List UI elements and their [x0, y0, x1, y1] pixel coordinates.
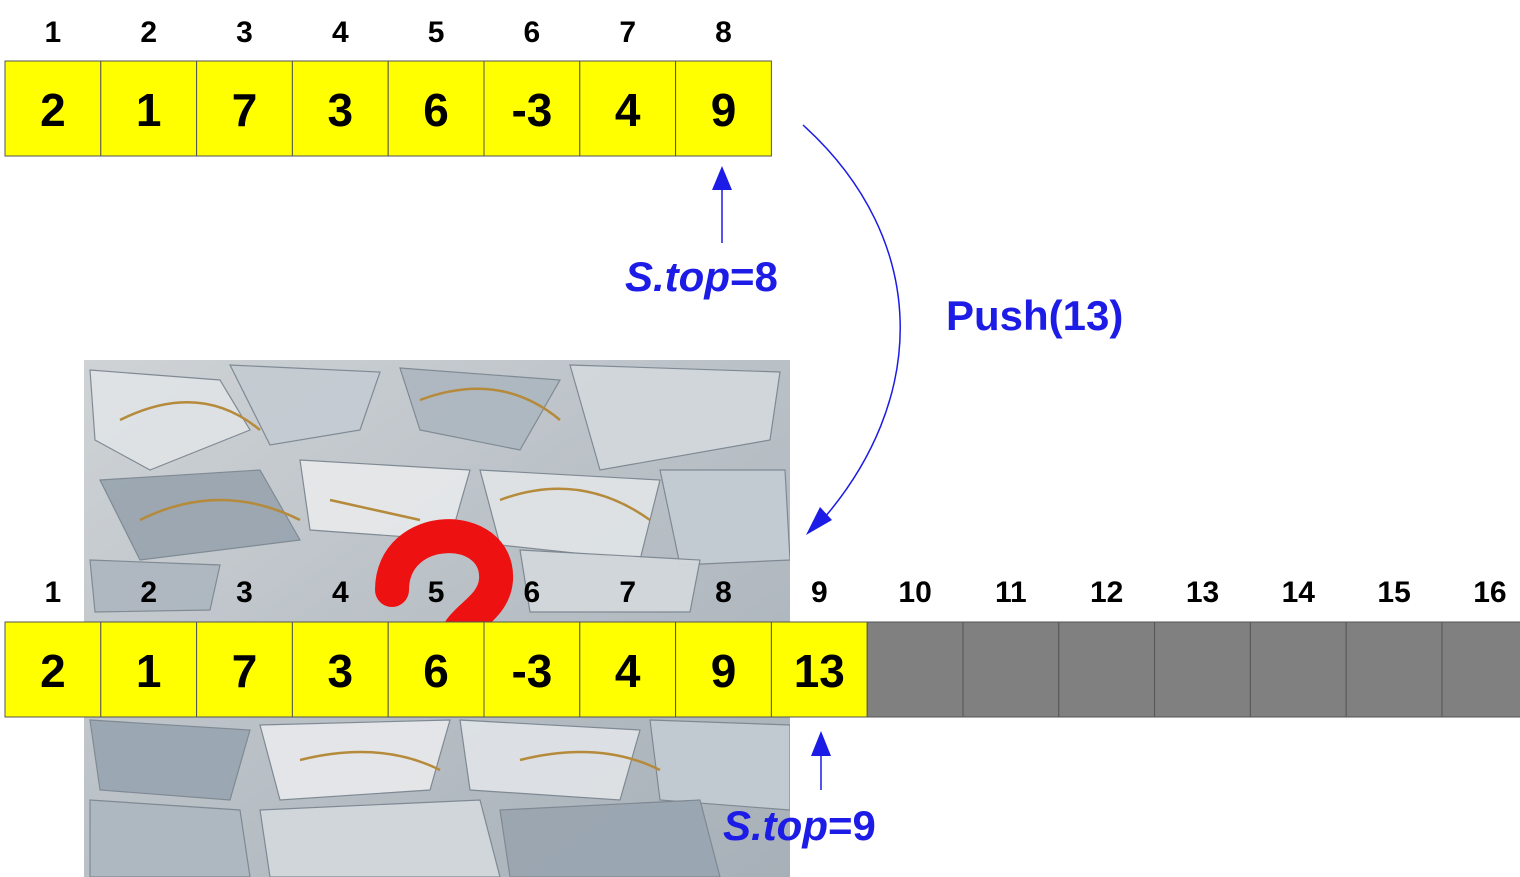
bottom-cell-3 [196, 621, 293, 718]
top-cell-7 [579, 60, 677, 157]
bottom-cell-1 [4, 621, 102, 718]
top-index-3: 3 [236, 16, 253, 49]
bottom-cell-value-6: -3 [511, 645, 552, 697]
bottom-index-8: 8 [715, 576, 732, 609]
bottom-cell-value-8: 9 [711, 645, 737, 697]
plate-shard [659, 469, 790, 566]
broken-plates-photo [84, 360, 790, 877]
top-cell-5 [387, 60, 485, 157]
plate-shard [649, 719, 790, 811]
top-cell-6 [483, 60, 581, 157]
top-index-6: 6 [524, 16, 541, 49]
top-pointer-label: S.top=8 [625, 253, 778, 300]
plate-shard [259, 719, 451, 801]
top-cell-1 [4, 60, 102, 157]
top-cell-value-2: 1 [136, 84, 162, 136]
bottom-cell-15 [1345, 621, 1443, 718]
plate-shard [519, 549, 701, 613]
top-cell-value-5: 6 [423, 84, 449, 136]
plate-rim-line [419, 387, 561, 421]
bottom-cell-value-4: 3 [328, 645, 354, 697]
plate-shard [89, 799, 251, 877]
bottom-cell-value-5: 6 [423, 645, 449, 697]
top-index-7: 7 [619, 16, 636, 49]
plate-shard [89, 719, 251, 801]
plate-rim-line [139, 498, 301, 522]
plate-shard [229, 364, 381, 446]
plate-rim-line [519, 750, 661, 772]
bottom-cell-16 [1441, 621, 1520, 718]
top-cell-value-4: 3 [328, 84, 354, 136]
plate-shard [259, 799, 501, 877]
bottom-cell-10 [866, 621, 964, 718]
plate-shard [459, 719, 641, 801]
bottom-index-15: 15 [1377, 576, 1410, 609]
top-cell-value-8: 9 [711, 84, 737, 136]
bottom-cell-14 [1249, 621, 1347, 718]
plate-shard [399, 367, 561, 451]
bottom-index-6: 6 [524, 576, 541, 609]
top-array: 2 1 7 3 6 -3 4 9 [4, 60, 772, 157]
bottom-cell-4 [291, 621, 389, 718]
top-array-indices: 1 2 3 4 5 6 7 8 [45, 16, 732, 49]
top-index-2: 2 [140, 16, 157, 49]
top-cell-value-1: 2 [40, 84, 66, 136]
bottom-index-16: 16 [1473, 576, 1506, 609]
operation-label: Push(13) [946, 292, 1123, 339]
top-pointer-arrow [712, 166, 732, 243]
plate-rim-line [119, 400, 261, 431]
top-cell-value-6: -3 [511, 84, 552, 136]
top-cell-value-3: 7 [232, 84, 258, 136]
bottom-pointer-label: S.top=9 [723, 802, 876, 849]
bottom-index-13: 13 [1186, 576, 1219, 609]
bottom-cell-value-7: 4 [615, 645, 641, 697]
plate-shard [499, 799, 721, 877]
bottom-pointer-arrow [811, 731, 831, 790]
bottom-cell-value-1: 2 [40, 645, 66, 697]
bottom-index-11: 11 [995, 576, 1027, 609]
bottom-array: 2 1 7 3 6 -3 4 9 13 [4, 621, 1520, 718]
question-mark-icon [375, 519, 513, 647]
top-index-1: 1 [45, 16, 62, 49]
bottom-cell-12 [1058, 621, 1156, 718]
bottom-index-14: 14 [1282, 576, 1316, 609]
top-cell-4 [291, 60, 389, 157]
top-cell-value-7: 4 [615, 84, 641, 136]
plate-rim-line [299, 750, 441, 772]
top-cell-3 [196, 60, 293, 157]
bottom-cell-7 [579, 621, 677, 718]
bottom-index-10: 10 [898, 576, 931, 609]
push-curve-arrow [802, 124, 901, 535]
bottom-index-12: 12 [1090, 576, 1123, 609]
top-index-5: 5 [428, 16, 445, 49]
bottom-cell-value-2: 1 [136, 645, 162, 697]
plate-shard [89, 559, 221, 613]
bottom-index-2: 2 [140, 576, 157, 609]
bottom-cell-11 [962, 621, 1060, 718]
bottom-cell-value-3: 7 [232, 645, 258, 697]
plate-rim-line [329, 498, 421, 522]
top-index-4: 4 [332, 16, 349, 49]
bottom-cell-5 [387, 621, 485, 718]
plate-rim-line [499, 487, 651, 522]
bottom-index-9: 9 [811, 576, 828, 609]
bottom-index-5: 5 [428, 576, 445, 609]
plate-shard [569, 364, 781, 471]
bottom-cell-value-9: 13 [794, 645, 845, 697]
top-index-8: 8 [715, 16, 732, 49]
bottom-cell-13 [1154, 621, 1251, 718]
bottom-index-1: 1 [45, 576, 62, 609]
bottom-index-4: 4 [332, 576, 349, 609]
top-cell-2 [100, 60, 198, 157]
bottom-index-3: 3 [236, 576, 253, 609]
top-cell-8 [675, 60, 772, 157]
plate-shard [99, 469, 301, 561]
bottom-index-7: 7 [619, 576, 636, 609]
plate-shard [89, 369, 251, 471]
